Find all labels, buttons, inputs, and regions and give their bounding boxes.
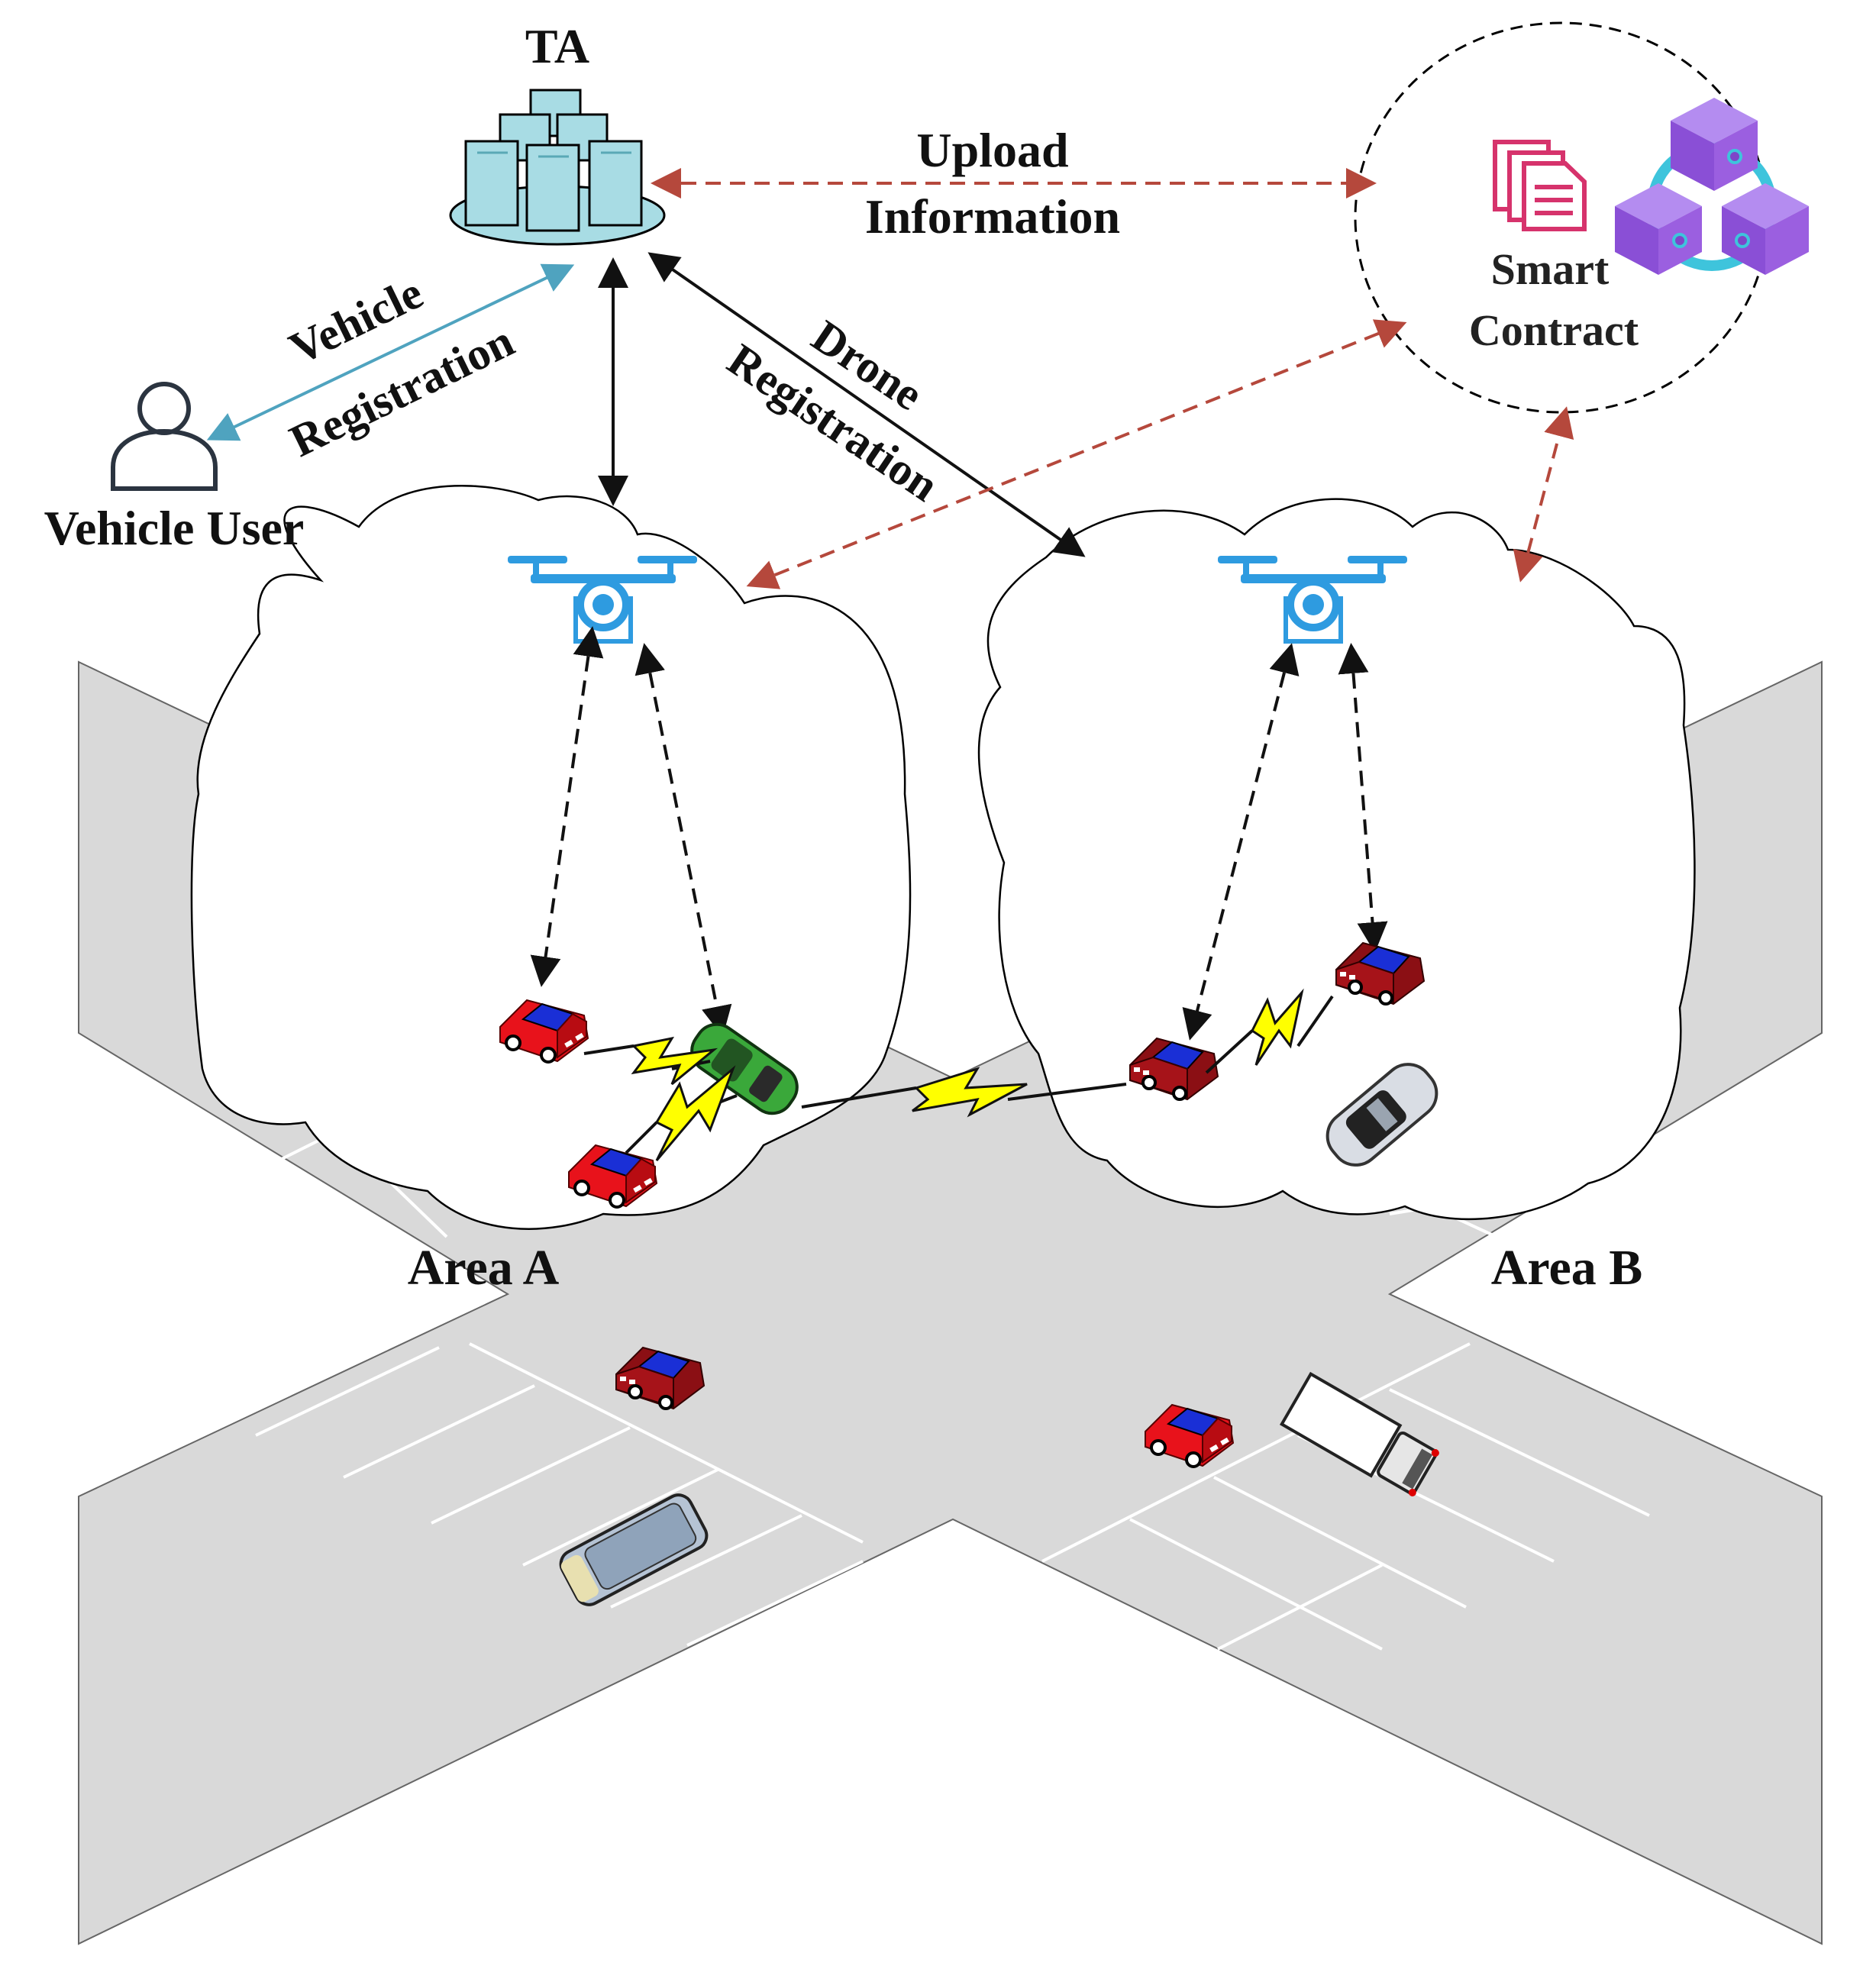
area-b-to-contract-link [1513,406,1574,583]
vehicle-registration-link [206,263,575,441]
drone-vehicle-links [530,626,1388,1041]
upload-information-label-line1: Upload [916,123,1068,177]
vehicle-user-label: Vehicle User [44,501,305,555]
smart-contract-label-line2: Contract [1469,305,1639,355]
van-icon [559,1493,709,1606]
vehicle-registration-label-line1: Vehicle [282,267,431,374]
area-a-label: Area A [408,1240,560,1296]
ta-label: TA [525,19,589,73]
area-b-label: Area B [1491,1240,1643,1296]
area-a-to-contract-link [746,319,1407,589]
coverage-cloud-area-a [190,485,912,1230]
document-stack-icon [1493,140,1587,231]
blockchain-cubes-icon [1615,98,1809,275]
lightning-link-icon [583,988,1334,1161]
smart-contract-label-line1: Smart [1491,244,1610,294]
car-icon-green [690,1022,799,1115]
drone-registration-link [647,252,1086,557]
truck-icon [1279,1371,1439,1496]
server-cluster-icon [449,89,666,246]
user-icon [111,382,218,491]
upload-information-label-line2: Information [865,189,1120,244]
car-icon-silver [1325,1063,1438,1167]
